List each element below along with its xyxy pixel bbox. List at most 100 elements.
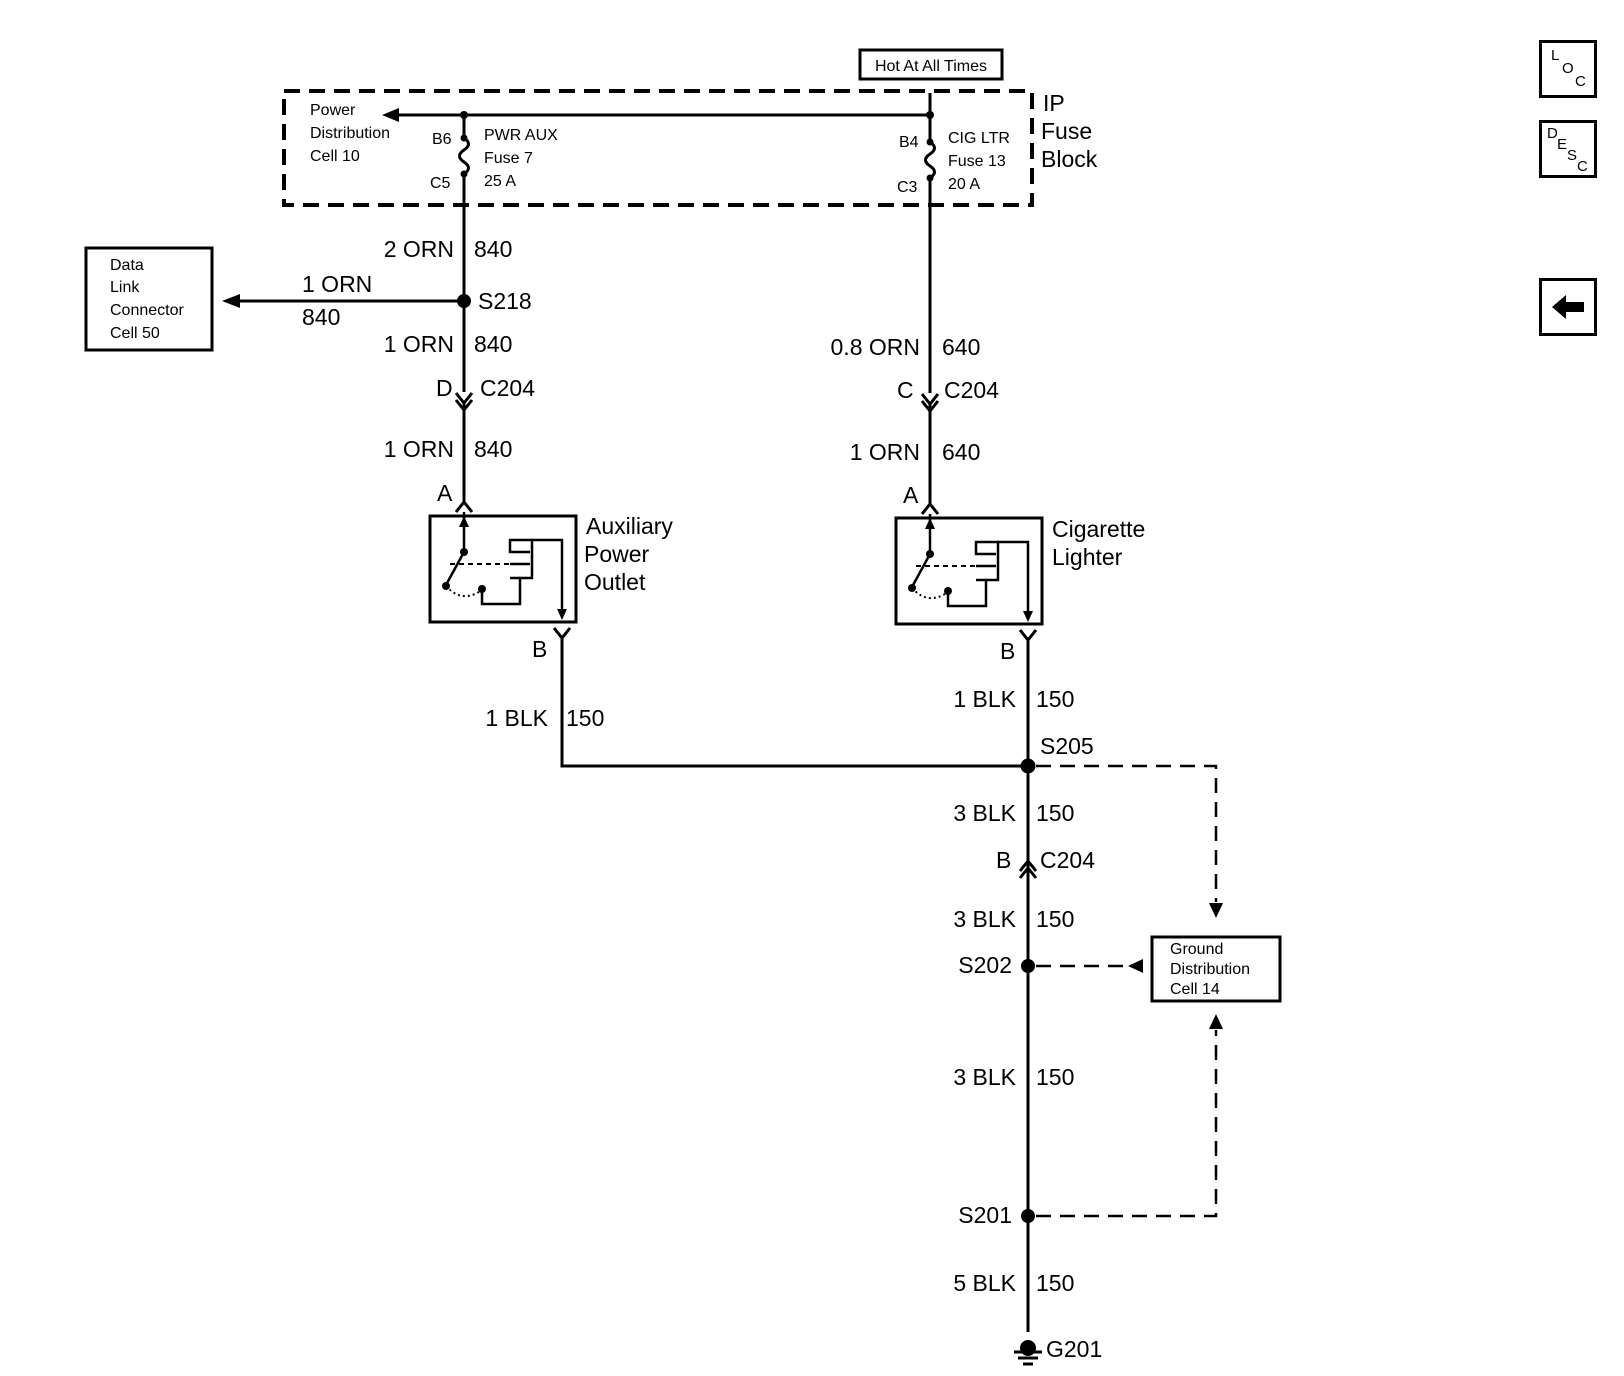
- fuse-7-name-label: PWR AUX: [484, 127, 558, 144]
- connector-cavity-label: B: [996, 847, 1011, 873]
- circuit-number-label: 840: [474, 436, 512, 462]
- fuse-13-symbol: [924, 115, 936, 182]
- connector-c204-label: C204: [1040, 847, 1095, 873]
- circuit-number-label: 840: [474, 236, 512, 262]
- ground-distribution-label-line1: Ground: [1170, 941, 1223, 958]
- cigarette-lighter-symbol: [894, 514, 1044, 626]
- circuit-number-label: 640: [942, 439, 980, 465]
- location-letter: C: [1575, 73, 1586, 90]
- ground-dist-arrow-icon: [1209, 903, 1223, 918]
- circuit-number-label: 150: [1036, 1270, 1074, 1296]
- data-link-label-line1: Data: [110, 257, 144, 274]
- fuse-7-rating-label: 25 A: [484, 173, 516, 190]
- fuse-block-bus-bar: [399, 93, 932, 117]
- fuse-13-in-pin-label: B4: [899, 134, 919, 151]
- wire-size-label: 0.8 ORN: [831, 334, 920, 360]
- power-distribution-label-line1: Power: [310, 102, 356, 119]
- splice-s201-dot: [1021, 1209, 1035, 1223]
- terminal-a-label: A: [437, 480, 453, 506]
- description-letter: E: [1557, 136, 1568, 153]
- wire-size-label: 5 BLK: [953, 1270, 1016, 1296]
- wire-size-label: 1 BLK: [485, 705, 548, 731]
- splice-s202-label: S202: [958, 952, 1012, 978]
- wire-size-label: 1 ORN: [850, 439, 920, 465]
- circuit-number-label: 150: [566, 705, 604, 731]
- fuse-13-number-label: Fuse 13: [948, 153, 1006, 170]
- ip-fuse-block-outline: [282, 89, 1034, 207]
- circuit-number-label: 150: [1036, 1064, 1074, 1090]
- ground-distribution-box: [1150, 935, 1282, 1003]
- wire-size-label: 2 ORN: [384, 236, 454, 262]
- data-link-label-line2: Link: [110, 279, 140, 296]
- data-link-connector-box: [84, 246, 214, 352]
- connector-c204-label: C204: [944, 377, 999, 403]
- ground-distribution-label-line2: Distribution: [1170, 961, 1250, 978]
- description-letter: D: [1547, 125, 1558, 142]
- wire-size-label: 3 BLK: [953, 906, 1016, 932]
- ground-dist-arrow-icon: [1128, 959, 1143, 973]
- hot-at-all-times-box: Hot At All Times: [858, 48, 1004, 81]
- auxiliary-power-outlet-label-line3: Outlet: [584, 569, 646, 595]
- circuit-number-label: 150: [1036, 686, 1074, 712]
- wire-size-label: 1 ORN: [384, 331, 454, 357]
- fuse-7-in-pin-label: B6: [432, 131, 452, 148]
- ip-fuse-block-label-line1: IP: [1043, 90, 1065, 116]
- circuit-number-label: 640: [942, 334, 980, 360]
- data-link-label-line4: Cell 50: [110, 325, 160, 342]
- hot-at-all-times-label: Hot At All Times: [875, 58, 987, 75]
- ground-dist-arrow-icon: [1209, 1014, 1223, 1029]
- connector-cavity-label: D: [436, 375, 453, 401]
- auxiliary-power-outlet-label-line2: Power: [584, 541, 650, 567]
- description-button[interactable]: D E S C: [1539, 120, 1597, 178]
- terminal-b-label: B: [1000, 638, 1015, 664]
- splice-s201-label: S201: [958, 1202, 1012, 1228]
- circuit-number-label: 840: [474, 331, 512, 357]
- location-letter: O: [1562, 60, 1574, 77]
- back-button[interactable]: [1539, 278, 1597, 336]
- circuit-number-label: 150: [1036, 800, 1074, 826]
- fuse-7-number-label: Fuse 7: [484, 150, 533, 167]
- connector-c204-b-symbol: [1018, 858, 1038, 872]
- splice-s205-dot: [1020, 758, 1036, 774]
- circuit-150-aux-ground-wire: [560, 636, 1028, 768]
- data-link-label-line3: Connector: [110, 302, 184, 319]
- splice-s205-label: S205: [1040, 733, 1094, 759]
- power-distribution-label-line3: Cell 10: [310, 148, 360, 165]
- terminal-a-symbol: [454, 499, 474, 513]
- power-distribution-arrow-icon: [382, 108, 399, 122]
- terminal-a-symbol: [920, 501, 940, 515]
- ground-symbol-icon: [1014, 1340, 1042, 1366]
- location-letter: L: [1551, 47, 1560, 64]
- wire-size-label: 1 ORN: [384, 436, 454, 462]
- data-link-arrow-icon: [222, 294, 240, 308]
- wire-size-label: 3 BLK: [953, 800, 1016, 826]
- ground-distribution-label-line3: Cell 14: [1170, 981, 1220, 998]
- circuit-number-label: 150: [1036, 906, 1074, 932]
- auxiliary-power-outlet-label-line1: Auxiliary: [586, 513, 673, 539]
- fuse-7-out-pin-label: C5: [430, 175, 451, 192]
- wire-size-label: 1 ORN: [302, 271, 372, 297]
- description-letter: S: [1567, 147, 1578, 164]
- terminal-b-label: B: [532, 636, 547, 662]
- splice-s202-dot: [1021, 959, 1035, 973]
- ground-g201-label: G201: [1046, 1336, 1102, 1362]
- cigarette-lighter-label-line2: Lighter: [1052, 544, 1123, 570]
- power-distribution-label-line2: Distribution: [310, 125, 390, 142]
- wire-size-label: 1 BLK: [953, 686, 1016, 712]
- fuse-7-symbol: [458, 115, 470, 178]
- circuit-number-label: 840: [302, 304, 340, 330]
- splice-s218-label: S218: [478, 288, 532, 314]
- fuse-13-out-pin-label: C3: [897, 179, 918, 196]
- auxiliary-power-outlet-symbol: [428, 512, 578, 624]
- ground-dist-ref-s205: [1036, 764, 1218, 902]
- terminal-a-label: A: [903, 482, 919, 508]
- connector-c204-label: C204: [480, 375, 535, 401]
- left-arrow-icon: [1552, 295, 1584, 319]
- location-button[interactable]: L O C: [1539, 40, 1597, 98]
- description-letter: C: [1577, 158, 1588, 175]
- ip-fuse-block-label-line3: Block: [1041, 146, 1098, 172]
- connector-cavity-label: C: [897, 377, 914, 403]
- fuse-13-name-label: CIG LTR: [948, 130, 1010, 147]
- connector-c204-b-symbol: [1018, 865, 1038, 879]
